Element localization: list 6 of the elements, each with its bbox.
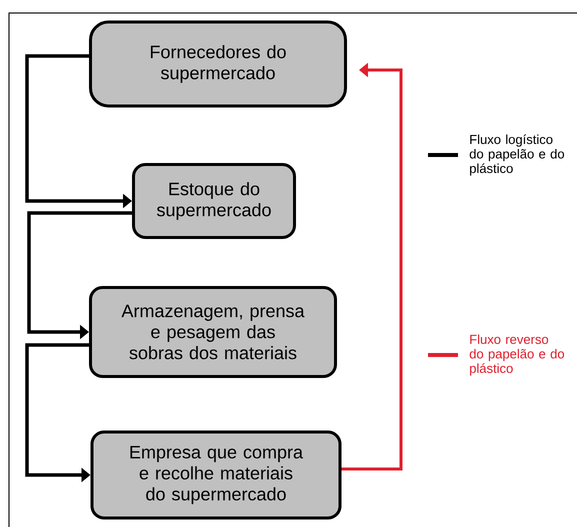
process-box: Estoque do supermercado <box>132 163 296 239</box>
process-box: Armazenagem, prensa e pesagem das sobras dos materiais <box>89 286 337 378</box>
legend-text: Fluxo logístico do papelão e do plástico <box>470 134 564 176</box>
process-box: Empresa que compra e recolhe materiais do supermercado <box>90 430 342 520</box>
legend-text: Fluxo reverso do papelão e do plástico <box>470 334 564 376</box>
process-box: Fornecedores do supermercado <box>89 20 347 108</box>
